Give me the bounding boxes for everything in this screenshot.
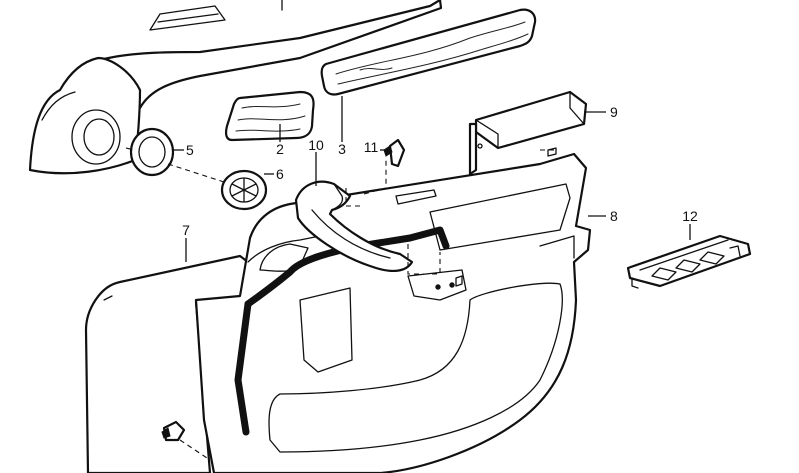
- callout-12: 12: [682, 208, 698, 224]
- callout-7: 7: [182, 222, 190, 238]
- callout-11: 11: [364, 139, 379, 155]
- screw-fastener: [161, 420, 186, 442]
- leader-lines: [172, 96, 691, 262]
- callout-3: 3: [338, 141, 346, 157]
- speaker-housing: [28, 56, 142, 175]
- callout-8: 8: [610, 208, 618, 224]
- callout-5: 5: [186, 142, 194, 158]
- part-11-clip: [383, 138, 406, 168]
- callout-9: 9: [610, 104, 618, 120]
- part-6-grille: [220, 169, 268, 211]
- part-8-door-trim-panel: [194, 152, 592, 473]
- part-12-switch-bracket: [626, 234, 752, 289]
- assembly-lines: [125, 147, 556, 461]
- part-3-wood-strip: [320, 8, 537, 96]
- part-2-wood-insert: [224, 90, 315, 142]
- callout-labels: 2 3 5 6 7 8 9 10 11 12: [182, 104, 698, 238]
- part-5-ring: [129, 127, 175, 177]
- part-9-armrest-lid: [468, 90, 588, 176]
- callout-2: 2: [276, 141, 284, 157]
- callout-6: 6: [276, 166, 284, 182]
- callout-10: 10: [308, 137, 324, 153]
- part-10-pull-handle: [294, 180, 414, 272]
